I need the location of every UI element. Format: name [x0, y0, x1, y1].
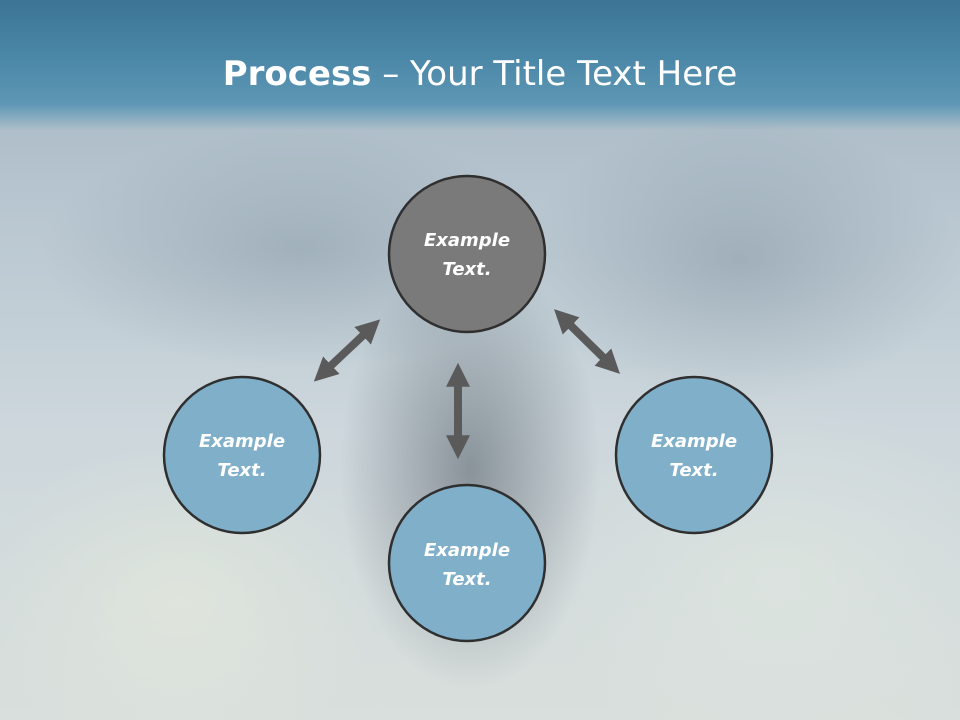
- node-bottom[interactable]: Example Text.: [387, 483, 547, 643]
- node-left-line2: Text.: [217, 460, 266, 481]
- node-top[interactable]: Example Text.: [387, 174, 547, 334]
- node-top-circle: [387, 174, 547, 334]
- arrow-top-left: [313, 319, 381, 382]
- slide-title[interactable]: Process – Your Title Text Here: [0, 52, 960, 96]
- node-left-line1: Example: [199, 431, 285, 452]
- node-right-line1: Example: [651, 431, 737, 452]
- node-bottom-line2: Text.: [442, 569, 491, 590]
- node-right-line2: Text.: [669, 460, 718, 481]
- node-top-line2: Text.: [442, 259, 491, 280]
- arrow-top-right: [554, 309, 620, 374]
- node-right[interactable]: Example Text.: [614, 375, 774, 535]
- node-right-circle: [614, 375, 774, 535]
- node-left-circle: [162, 375, 322, 535]
- node-left[interactable]: Example Text.: [162, 375, 322, 535]
- node-bottom-line1: Example: [424, 540, 510, 561]
- node-top-line1: Example: [424, 230, 510, 251]
- title-bold-part: Process: [222, 54, 372, 94]
- title-banner: [0, 0, 960, 130]
- title-rest-part: – Your Title Text Here: [371, 54, 738, 94]
- node-bottom-circle: [387, 483, 547, 643]
